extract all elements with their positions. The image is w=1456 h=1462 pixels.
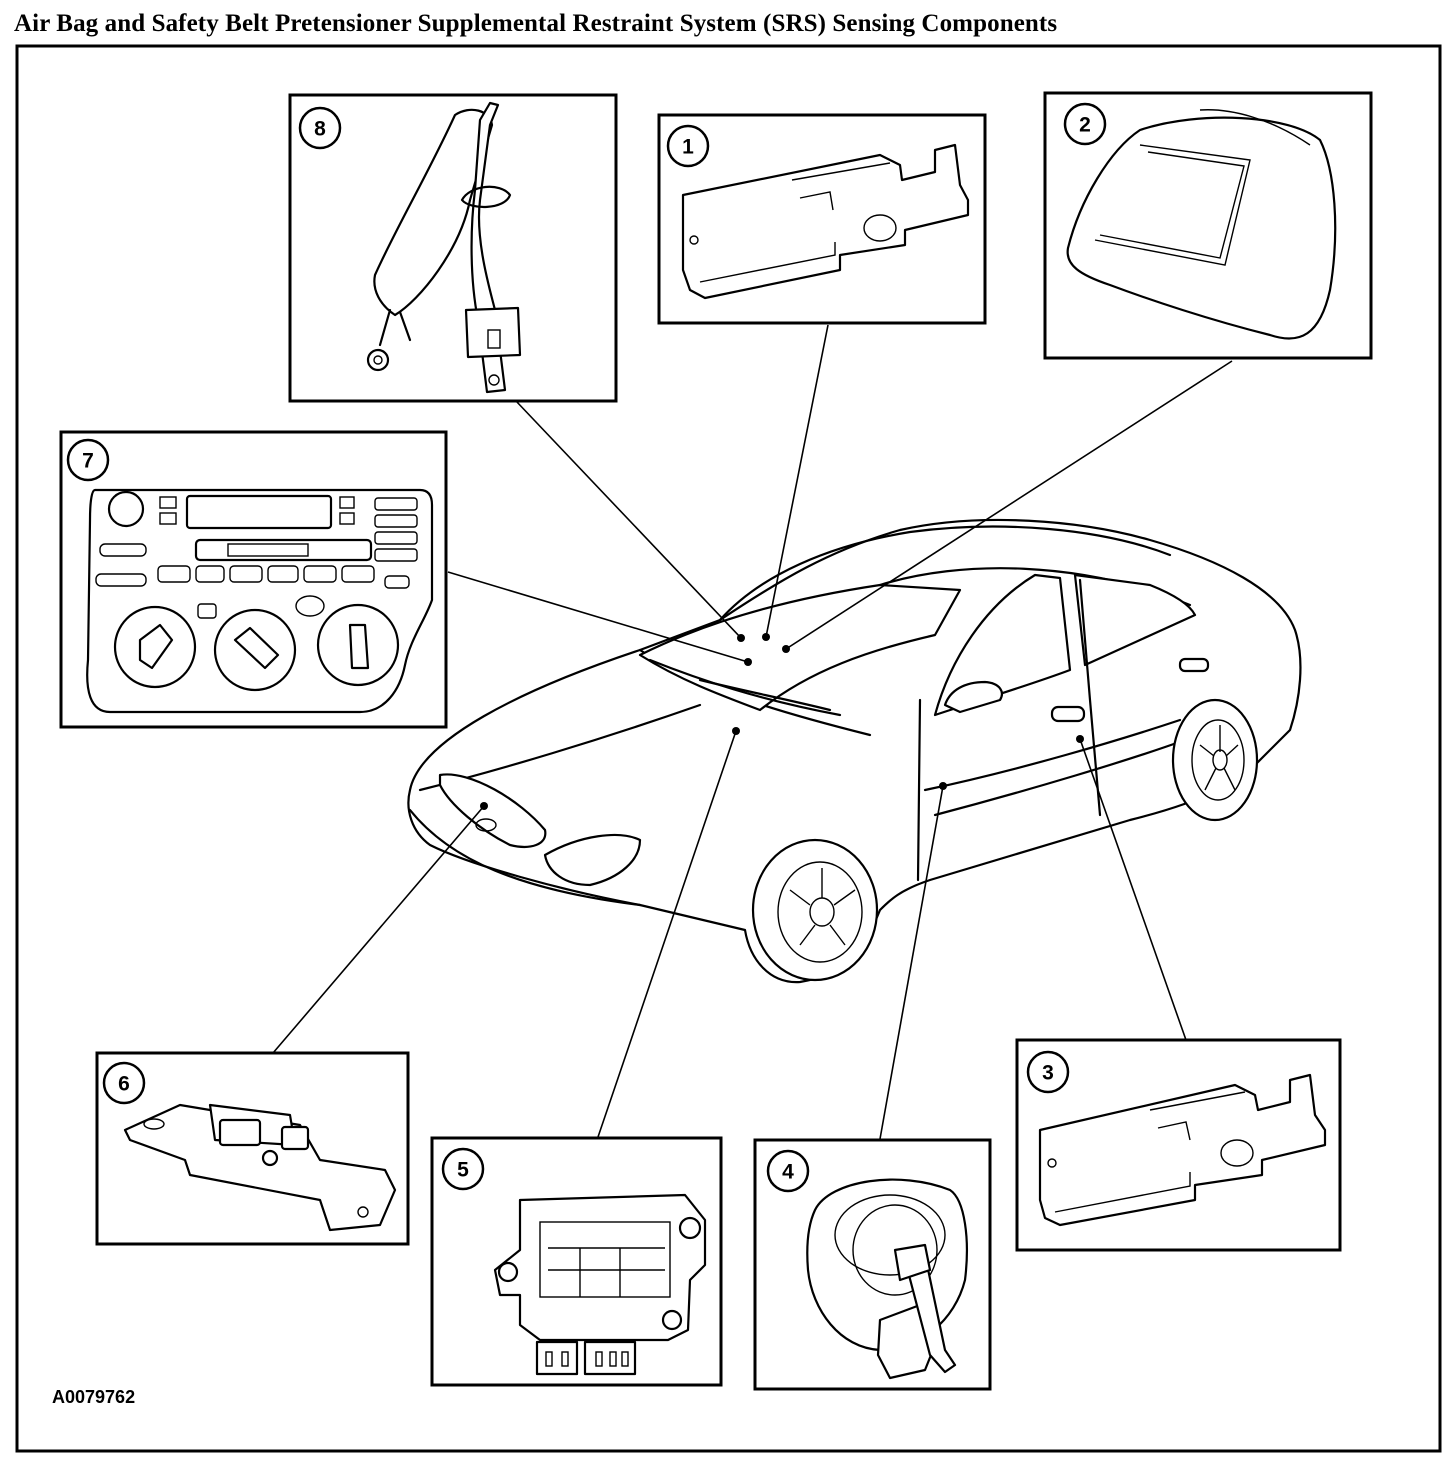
seat-cushion-icon [1066, 109, 1337, 340]
instrument-panel-control-icon [86, 488, 434, 714]
callout-box-2: 2 [1043, 91, 1373, 360]
front-crash-sensor-icon [123, 1103, 397, 1232]
leader-lines [272, 324, 1233, 1140]
side-impact-sensor-icon [1038, 1073, 1327, 1227]
callout-badge-7 [66, 438, 110, 482]
callout-box-4: 4 [753, 1138, 992, 1391]
callout-box-7: 7 [59, 430, 448, 729]
callout-badge-5 [441, 1147, 485, 1191]
restraints-control-module-icon [493, 1193, 707, 1376]
diagram-frame [15, 44, 1442, 1453]
callout-number-5: 5 [457, 1159, 469, 1182]
callout-badge-3 [1026, 1050, 1070, 1094]
callout-badge-2 [1063, 102, 1107, 146]
callout-number-8: 8 [314, 118, 326, 141]
callout-box-3: 3 [1015, 1038, 1342, 1252]
clockspring-icon [806, 1178, 968, 1380]
vehicle-drawing [407, 518, 1302, 984]
seat-belt-pretensioner-icon [366, 101, 522, 394]
callout-number-3: 3 [1042, 1062, 1054, 1085]
callout-box-8: 8 [288, 93, 618, 403]
callout-badge-6 [102, 1061, 146, 1105]
callout-number-7: 7 [82, 450, 94, 473]
callout-badge-8 [298, 106, 342, 150]
callout-number-6: 6 [118, 1073, 130, 1096]
callout-box-6: 6 [95, 1051, 410, 1246]
callout-number-1: 1 [682, 136, 694, 159]
callout-box-5: 5 [430, 1136, 723, 1387]
figure-id: A0079762 [52, 1387, 136, 1407]
callout-box-1: 1 [657, 113, 987, 325]
callout-badge-4 [766, 1149, 810, 1193]
callout-badge-1 [666, 124, 710, 168]
callout-number-2: 2 [1079, 114, 1091, 137]
side-impact-sensor-icon [681, 143, 970, 300]
callout-number-4: 4 [782, 1161, 794, 1184]
diagram-title: Air Bag and Safety Belt Pretensioner Sup… [14, 10, 1058, 37]
attachment-points [480, 633, 1084, 810]
